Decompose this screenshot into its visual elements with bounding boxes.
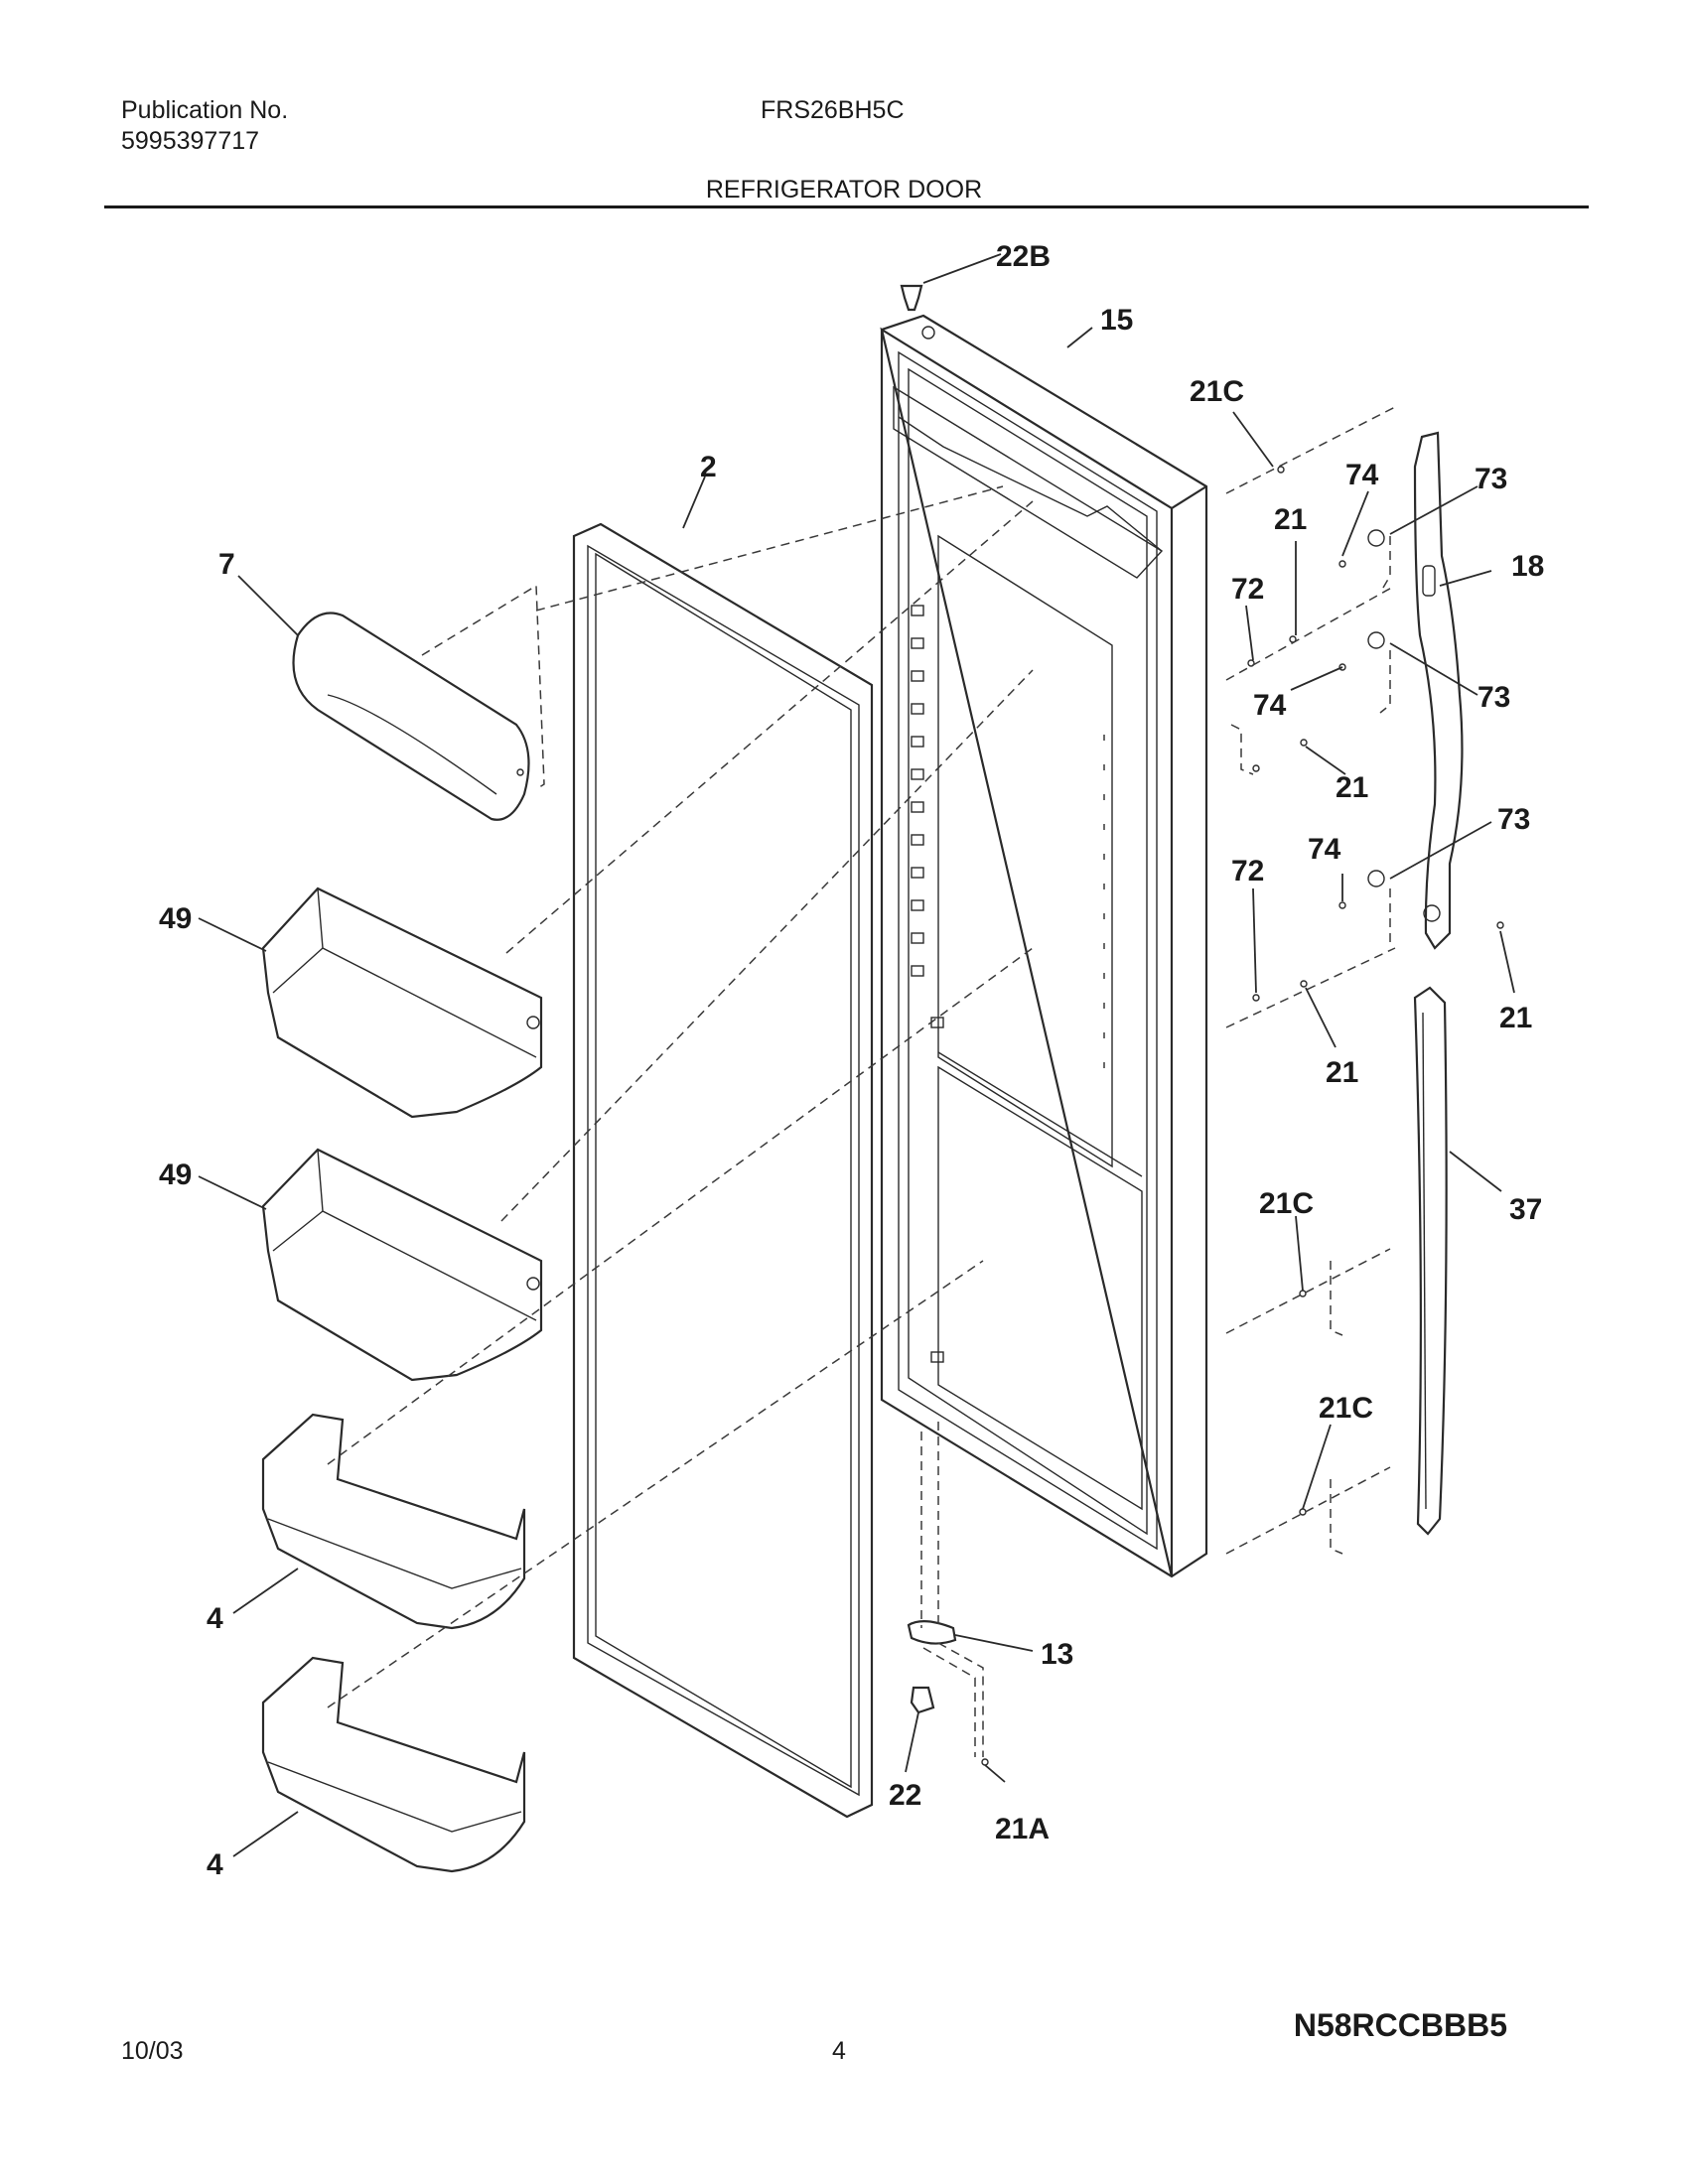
callout-7: 7 [218, 548, 235, 581]
callout-73-b: 73 [1477, 681, 1510, 714]
callout-21C-mid: 21C [1259, 1187, 1314, 1220]
footer-date: 10/03 [121, 2037, 184, 2065]
callout-2: 2 [700, 451, 717, 483]
callout-21C-top: 21C [1190, 375, 1244, 408]
assembly-lines [327, 406, 1396, 1757]
callout-labels: 22B 15 21C 2 74 73 7 21 18 72 74 73 21 4… [159, 240, 1544, 1881]
publication-label: Publication No. [121, 96, 289, 124]
door-bin-lower [261, 1413, 526, 1630]
door-handle [1413, 431, 1464, 950]
door-bin-upper [261, 887, 543, 1119]
callout-18: 18 [1511, 550, 1544, 583]
callout-21C-low: 21C [1319, 1392, 1373, 1425]
dairy-bin [292, 612, 530, 821]
callout-74-c: 74 [1308, 833, 1341, 866]
callout-22: 22 [889, 1779, 921, 1812]
callout-22B: 22B [996, 240, 1051, 273]
callout-72-a: 72 [1231, 573, 1264, 606]
page-number: 4 [832, 2037, 846, 2065]
callout-72-b: 72 [1231, 855, 1264, 887]
callout-73-a: 73 [1475, 463, 1507, 495]
callout-4-b: 4 [207, 1848, 223, 1881]
model-number: FRS26BH5C [761, 96, 905, 124]
callout-74-b: 74 [1253, 689, 1287, 722]
callout-21-d: 21 [1326, 1056, 1358, 1089]
door-gasket [572, 522, 874, 1819]
diagram-code: N58RCCBBB5 [1293, 2007, 1507, 2043]
callout-21-a: 21 [1274, 503, 1307, 536]
callout-4-a: 4 [207, 1602, 223, 1635]
callout-49-b: 49 [159, 1159, 192, 1191]
callout-37: 37 [1509, 1193, 1542, 1226]
callout-13: 13 [1041, 1638, 1073, 1671]
section-title: REFRIGERATOR DOOR [705, 176, 983, 204]
door-bin-bottom [261, 1656, 526, 1873]
callout-73-c: 73 [1497, 803, 1530, 836]
callout-15: 15 [1100, 304, 1133, 337]
door-bin-middle [261, 1148, 543, 1382]
callout-74-a: 74 [1345, 459, 1379, 491]
callout-21-c: 21 [1499, 1002, 1532, 1034]
callout-21A: 21A [995, 1813, 1050, 1845]
leader-lines [198, 253, 1515, 1857]
door-assembly [880, 314, 1208, 1578]
header-rule [104, 205, 1589, 208]
publication-number: 5995397717 [121, 127, 260, 155]
callout-21-b: 21 [1336, 771, 1368, 804]
callout-49-a: 49 [159, 902, 192, 935]
handle-trim [1413, 986, 1448, 1536]
